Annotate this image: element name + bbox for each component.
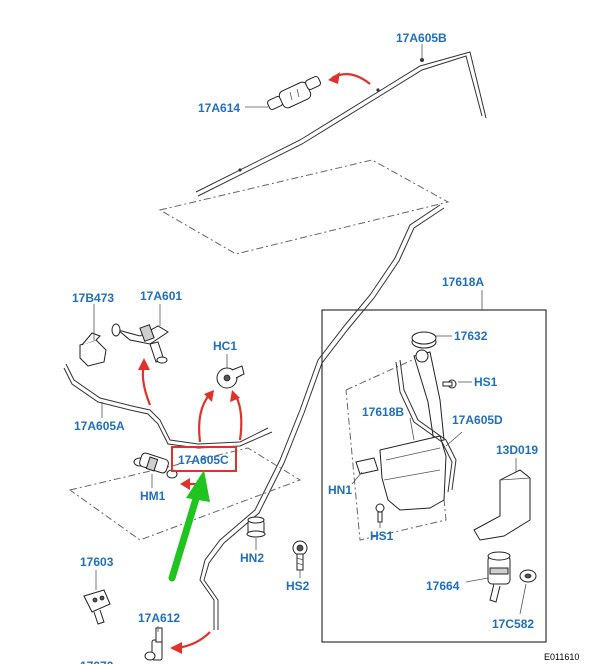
leader-17A605D <box>445 431 463 447</box>
label-17C582: 17C582 <box>492 617 534 631</box>
green-arrow-shaft <box>168 488 202 582</box>
connector-17A612 <box>144 627 163 661</box>
nozzle-HC1 <box>216 365 245 389</box>
leader-17664 <box>465 577 489 583</box>
label-17A605D: 17A605D <box>452 413 503 427</box>
label-17A605C: 17A605C <box>178 453 229 467</box>
connector-17A601 <box>111 323 169 364</box>
label-13D019: 13D019 <box>496 443 538 457</box>
label-17A612: 17A612 <box>138 611 180 625</box>
leader-17C582 <box>519 583 527 615</box>
red-arrowhead-top <box>328 72 340 84</box>
label-HN1: HN1 <box>328 483 352 497</box>
label-17B473: 17B473 <box>72 291 114 305</box>
jet-17603 <box>83 589 111 625</box>
cap-17632 <box>411 331 437 349</box>
pump-HM1 <box>133 452 178 479</box>
red-arrowhead-17A605C <box>180 478 190 490</box>
label-HS1-top: HS1 <box>474 375 498 389</box>
detail-box-17618A <box>321 309 547 643</box>
red-arrow-hc1-right <box>235 395 243 441</box>
label-HN2: HN2 <box>240 551 264 565</box>
label-17A614: 17A614 <box>198 101 240 115</box>
red-arrowhead-17A601 <box>138 358 150 370</box>
pump-17664 <box>487 551 511 603</box>
grommet-17C582 <box>519 569 537 583</box>
label-17618B: 17618B <box>362 405 404 419</box>
dashed-panel-top <box>158 159 450 255</box>
label-17A601: 17A601 <box>140 289 182 303</box>
green-arrowhead <box>186 470 210 502</box>
dashed-panel-lower <box>68 447 302 541</box>
screw-HS1-top <box>442 379 457 389</box>
red-arrowhead-hc1-right <box>230 390 240 402</box>
hose-main-run <box>199 204 441 630</box>
bracket-13D019 <box>473 469 531 541</box>
label-HM1: HM1 <box>140 489 166 503</box>
screw-HS1-bottom <box>375 503 385 523</box>
red-arrowhead-17A612 <box>170 642 182 654</box>
clip-17B473 <box>79 332 107 367</box>
hose-main-run-2 <box>203 207 445 630</box>
red-arrow-17A601 <box>141 364 152 406</box>
label-HC1: HC1 <box>213 339 237 353</box>
label-17618A: 17618A <box>442 275 484 289</box>
leader-17618B <box>409 417 415 441</box>
grommet-HN2 <box>246 516 266 538</box>
dashed-panel-detail <box>345 351 447 541</box>
label-17603: 17603 <box>80 555 114 569</box>
red-arrowhead-hc1-left <box>204 390 214 402</box>
connector-17A614 <box>267 75 321 111</box>
filler-neck-top <box>415 349 429 363</box>
hose-17A605D <box>399 359 457 491</box>
filler-neck <box>413 351 445 443</box>
drawing-reference: E011610 <box>544 652 579 662</box>
leader-HN1 <box>351 471 363 485</box>
hose-17A605A <box>65 363 269 445</box>
label-17A605A: 17A605A <box>74 419 125 433</box>
label-HS2: HS2 <box>286 579 310 593</box>
label-17632: 17632 <box>454 329 488 343</box>
hose-17A605D-2 <box>395 361 453 493</box>
screw-HS2 <box>292 540 308 571</box>
reservoir-17618B <box>355 435 447 511</box>
label-HS1-bottom: HS1 <box>370 529 394 543</box>
label-17664: 17664 <box>426 579 460 593</box>
label-17A605B: 17A605B <box>396 31 447 45</box>
label-partial-bottom: 17070 <box>80 659 114 664</box>
red-arrow-hc1-left <box>198 393 211 443</box>
